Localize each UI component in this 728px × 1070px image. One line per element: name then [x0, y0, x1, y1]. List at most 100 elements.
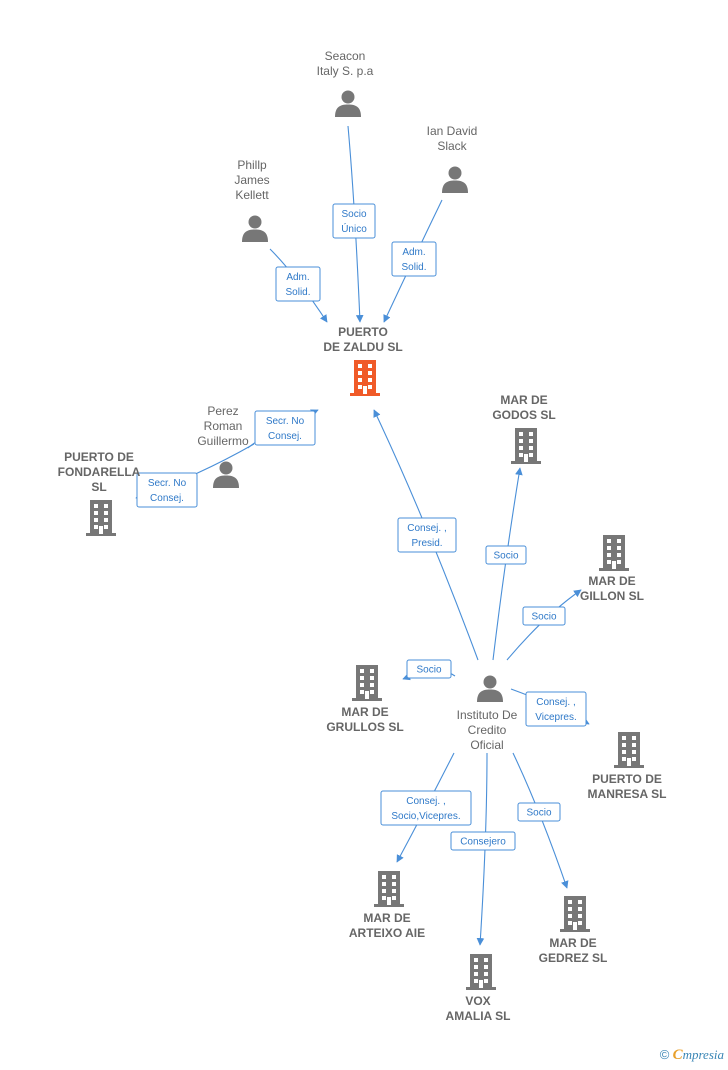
relation-label-text: Socio [493, 551, 518, 562]
relation-label-box [485, 545, 527, 565]
relation-label-box [522, 606, 566, 626]
person-icon [213, 461, 239, 488]
node-label: James [234, 173, 269, 187]
building-icon [350, 360, 380, 396]
node-label: PUERTO DE [592, 772, 662, 786]
node-label: MAR DE [549, 936, 596, 950]
brand-initial: C [672, 1047, 683, 1063]
relation-label[interactable]: Socio [522, 606, 566, 626]
relation-label-box [332, 203, 376, 239]
relation-label[interactable]: Adm.Solid. [391, 241, 437, 277]
relation-label-box [525, 691, 587, 727]
relation-label-box [397, 517, 457, 553]
node-label: Credito [468, 723, 507, 737]
node-label: PUERTO [338, 325, 388, 339]
node-label: Slack [437, 139, 467, 153]
node-label: Perez [207, 404, 238, 418]
building-icon [466, 954, 496, 990]
node-label: Phillp [237, 158, 267, 172]
relation-label[interactable]: Adm.Solid. [275, 266, 321, 302]
relation-label-text: Consej. , [406, 796, 445, 807]
relation-label[interactable]: Consej. , Socio,Vicepres. [380, 790, 472, 826]
relation-label-text: Consej. [268, 431, 302, 442]
node-label: Ian David [427, 124, 478, 138]
node-label: GEDREZ SL [539, 951, 608, 965]
relation-label-box [450, 831, 516, 851]
relation-label-box [380, 790, 472, 826]
relation-label-text: Vicepres. [535, 712, 577, 723]
relation-label-text: Socio [416, 665, 441, 676]
relation-label-text: Solid. [401, 262, 426, 273]
node-label: VOX [465, 994, 490, 1008]
relation-label-text: Consej. , [407, 523, 446, 534]
relation-label-box [391, 241, 437, 277]
relation-label-box [136, 472, 198, 508]
relation-label-text: Único [341, 222, 367, 235]
relation-label-text: Socio [531, 612, 556, 623]
person-icon [477, 675, 503, 702]
relation-label[interactable]: Consej. , Presid. [397, 517, 457, 553]
node-label: MANRESA SL [588, 787, 667, 801]
relation-label[interactable]: Socio [485, 545, 527, 565]
relation-label[interactable]: Socio [406, 659, 452, 679]
relation-label-text: Socio,Vicepres. [391, 811, 460, 822]
node-label: MAR DE [588, 574, 635, 588]
relation-label[interactable]: Secr. No Consej. [136, 472, 198, 508]
node-label: GODOS SL [492, 408, 555, 422]
footer-brand: © Cmpresia [660, 1047, 724, 1064]
building-icon [560, 896, 590, 932]
relation-label-text: Secr. No [148, 478, 187, 489]
relation-label[interactable]: Consej. , Vicepres. [525, 691, 587, 727]
relation-label-box [254, 410, 316, 446]
node-label: SL [91, 480, 106, 494]
node-label: Oficial [470, 738, 503, 752]
node-label: ARTEIXO AIE [349, 926, 425, 940]
relation-label-text: Consej. , [536, 697, 575, 708]
node-label: FONDARELLA [58, 465, 141, 479]
node-label: Guillermo [197, 434, 249, 448]
relation-label[interactable]: Secr. No Consej. [254, 410, 316, 446]
node-label: AMALIA SL [446, 1009, 511, 1023]
building-icon [374, 871, 404, 907]
relation-label-text: Consej. [150, 493, 184, 504]
node-label: MAR DE [500, 393, 547, 407]
node-label: GRULLOS SL [326, 720, 403, 734]
relation-label-text: Presid. [411, 538, 442, 549]
node-label: Instituto De [457, 708, 518, 722]
node-label: PUERTO DE [64, 450, 134, 464]
relation-label-text: Secr. No [266, 416, 305, 427]
relation-label-text: Socio [341, 209, 366, 220]
relation-label-text: Consejero [460, 837, 506, 848]
node-label: Italy S. p.a [317, 64, 374, 78]
brand-name: mpresia [682, 1047, 724, 1062]
node-label: Seacon [325, 49, 366, 63]
node-label: MAR DE [341, 705, 388, 719]
relation-label[interactable]: Socio [517, 802, 561, 822]
person-icon [335, 90, 361, 117]
building-icon [511, 428, 541, 464]
relation-label-text: Socio [526, 808, 551, 819]
node-label: DE ZALDU SL [323, 340, 402, 354]
building-icon [599, 535, 629, 571]
person-icon [442, 166, 468, 193]
relation-label-box [275, 266, 321, 302]
building-icon [352, 665, 382, 701]
relation-label[interactable]: Consejero [450, 831, 516, 851]
node-label: Kellett [235, 188, 269, 202]
